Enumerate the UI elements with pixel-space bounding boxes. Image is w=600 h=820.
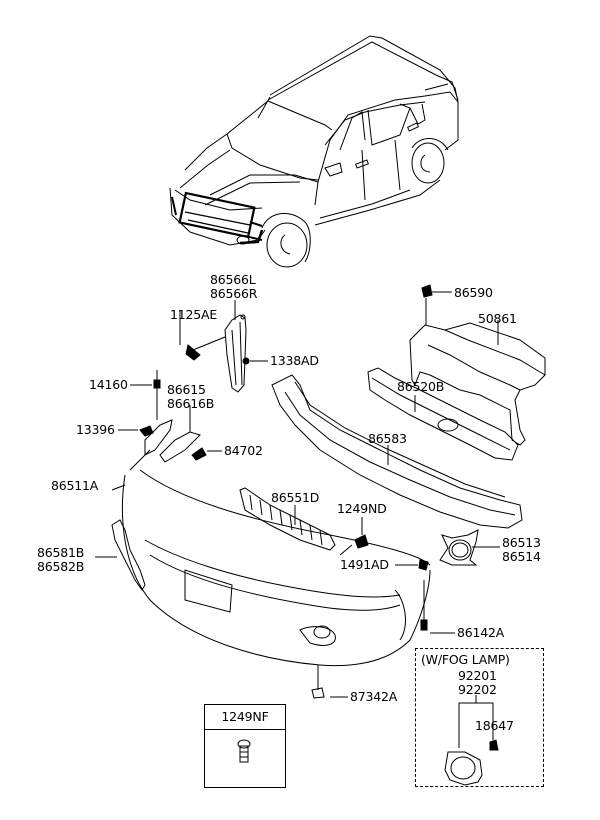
- label-86615: 86615 86616B: [167, 382, 215, 411]
- label-84702: 84702: [224, 443, 263, 458]
- part-side-brackets: [118, 370, 222, 462]
- part-86142a-screw: [421, 580, 455, 633]
- part-50861-absorber: [410, 285, 545, 445]
- label-1338ad: 1338AD: [270, 353, 319, 368]
- inset-box-1249nf: 1249NF: [204, 704, 286, 788]
- label-86142a: 86142A: [457, 625, 505, 640]
- part-86581b-trim: [95, 520, 145, 590]
- label-87342a: 87342A: [350, 689, 398, 704]
- screw-icon: [238, 740, 250, 762]
- label-86551d: 86551D: [271, 490, 320, 505]
- label-86511a: 86511A: [51, 478, 99, 493]
- label-92201: 92201 92202: [458, 668, 497, 697]
- label-1491ad: 1491AD: [340, 557, 389, 572]
- fog-lamp-option-box: [415, 648, 544, 787]
- label-86513: 86513 86514: [502, 535, 541, 564]
- part-86511a-bumper-cover: [112, 450, 430, 698]
- label-1125ae: 1125AE: [170, 307, 218, 322]
- fog-lamp-box-title: (W/FOG LAMP): [421, 652, 510, 667]
- part-86551d-grille: [240, 488, 335, 550]
- label-18647: 18647: [475, 718, 514, 733]
- fog-lamp-illustration: [445, 695, 498, 785]
- label-1249nd: 1249ND: [337, 501, 387, 516]
- label-13396: 13396: [76, 422, 115, 437]
- label-86583: 86583: [368, 431, 407, 446]
- label-86566: 86566L 86566R: [210, 272, 258, 301]
- part-86583-beam: [272, 375, 522, 528]
- part-fasteners: [340, 517, 428, 570]
- part-86520b-absorber: [368, 368, 518, 460]
- vehicle-illustration: [170, 36, 458, 267]
- label-50861: 50861: [478, 311, 517, 326]
- label-14160: 14160: [89, 377, 128, 392]
- label-86590: 86590: [454, 285, 493, 300]
- part-86513-fog-cover: [440, 530, 500, 565]
- inset-box-title: 1249NF: [205, 705, 285, 730]
- part-86566-bracket: [180, 300, 268, 392]
- label-86581b: 86581B 86582B: [37, 545, 85, 574]
- label-86520b: 86520B: [397, 379, 445, 394]
